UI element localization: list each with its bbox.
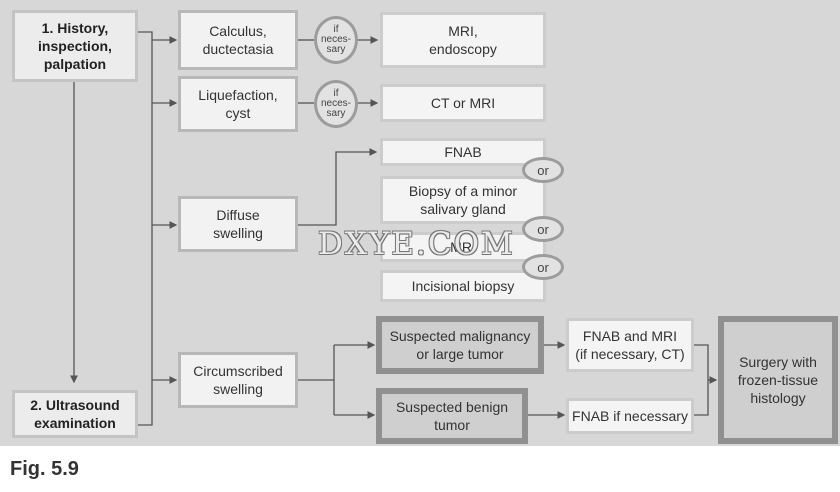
history-box: 1. History, inspection, palpation [12,10,138,82]
mri-box: MRI [380,232,546,262]
figure-label: Fig. 5.9 [10,458,79,480]
circumscribed-box: Circumscribed swelling [178,352,298,408]
fnab-box: FNAB [380,138,546,166]
connector-lines [70,31,718,426]
fnab-and-mri-box: FNAB and MRI (if necessary, CT) [566,318,694,372]
calculus-box: Calculus, ductectasia [178,10,298,70]
ct-or-mri-box: CT or MRI [380,84,546,122]
fnab-if-necessary-box: FNAB if necessary [566,398,694,434]
biopsy-minor-box: Biopsy of a minor salivary gland [380,176,546,224]
surgery-box: Surgery with frozen-tissue histology [718,316,838,444]
if-necessary-oval-2: if neces- sary [314,80,358,128]
flowchart-canvas: 1. History, inspection, palpation 2. Ult… [0,0,840,446]
ultrasound-box: 2. Ultrasound examination [12,390,138,438]
malignancy-box: Suspected malignancy or large tumor [376,316,544,374]
benign-box: Suspected benign tumor [376,388,528,444]
or-oval-2: or [522,216,564,242]
arrow-diffuse-to-fnab [298,148,378,226]
incisional-biopsy-box: Incisional biopsy [380,270,546,302]
main-vertical-connector [138,31,153,426]
diffuse-box: Diffuse swelling [178,196,298,252]
right-bracket [694,344,709,416]
liquefaction-box: Liquefaction, cyst [178,76,298,132]
if-necessary-oval-1: if neces- sary [314,16,358,64]
mri-endoscopy-box: MRI, endoscopy [380,12,546,68]
watermark: DXYE.COM [318,226,515,262]
or-oval-1: or [522,157,564,183]
or-oval-3: or [522,254,564,280]
